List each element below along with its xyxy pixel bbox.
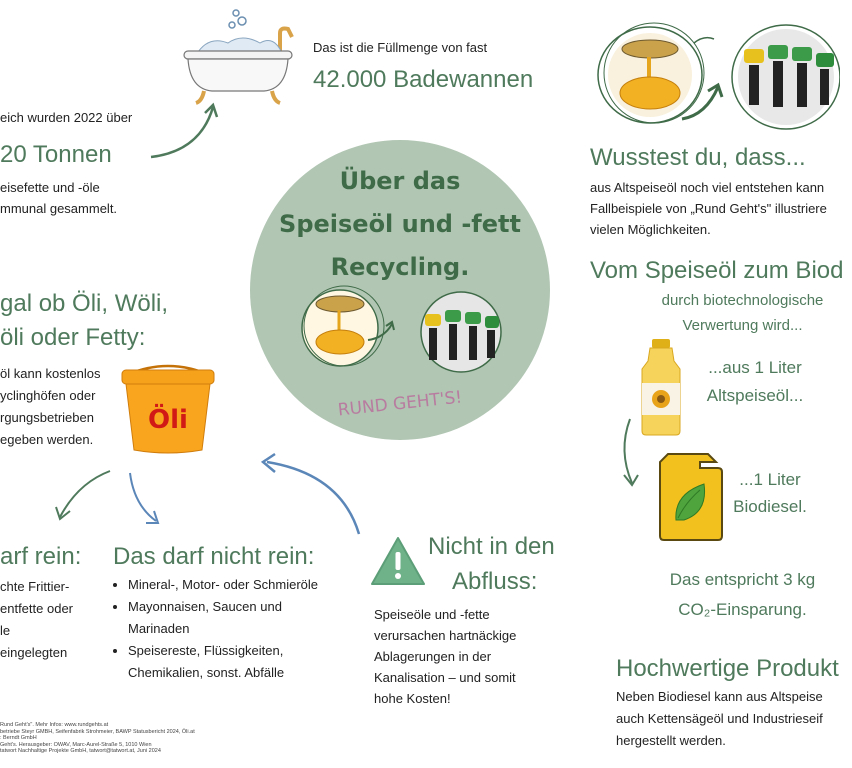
didyouknow-text-1: aus Altspeiseöl noch viel entstehen kann [590,180,825,195]
collected-desc-2: mmunal gesammelt. [0,201,118,216]
oil-bottle-icon [641,339,681,436]
allowed-line-1: chte Frittier- [0,579,70,594]
co2-line-1: Das entspricht 3 kg [669,570,816,589]
drain-text-1: Speiseöle und -fette [374,607,490,622]
oil-to-fuel-illustration [597,22,840,130]
allowed-title: arf rein: [0,543,82,570]
oli-headline-1: gal ob Öli, Wöli, [0,290,169,317]
drain-title-2: Abfluss: [452,568,538,595]
oli-headline-2: öli oder Fetty: [0,324,146,351]
didyouknow-text-2: Fallbeispiele von „Rund Geht's" illustri… [590,201,827,216]
fuel-nozzles-illustration [420,291,502,373]
biodiesel-title: Vom Speiseöl zum Biod [590,257,844,284]
products-text-2: auch Kettensägeöl und Industrieseif [616,711,823,726]
didyouknow-title: Wusstest du, dass... [590,144,806,171]
biodiesel-canister-icon [659,453,723,541]
not-allowed-list: Mineral-, Motor- oder Schmieröle Mayonna… [112,574,328,684]
oil-pour-illustration [301,285,395,367]
oil-liter-2: Altspeiseöl... [706,386,804,405]
bathtub-icon [183,9,294,105]
oli-text-3: rgungs­betrieben [0,410,94,425]
bathtub-intro: Das ist die Füllmenge von fast [313,40,488,55]
products-text-3: hergestellt werden. [616,733,726,748]
biodiesel-sub-1: durch biotechnologische [661,292,824,309]
collected-amount: 20 Tonnen [0,141,112,168]
drain-text-5: hohe Kosten! [374,691,451,706]
drain-text-2: verursachen hartnäckige [374,628,517,643]
footer-credits: Rund Geht's". Mehr Infos: www.rundgehts.… [0,722,260,755]
footer-line: Geht's. Herausgeber: OWAV, Marc-Aurel-St… [0,741,152,748]
collected-intro: eich wurden 2022 über [0,110,133,125]
not-allowed-title: Das darf nicht rein: [113,543,315,570]
not-allowed-item: Mineral-, Motor- oder Schmieröle [128,574,328,596]
co2-line-2: CO₂-Einsparung. [678,600,807,619]
products-text-1: Neben Biodiesel kann aus Altspeise [616,689,823,704]
allowed-line-4: eingelegten [0,645,68,660]
center-title-line-1: Über das [339,167,461,195]
drain-title-1: Nicht in den [428,533,555,560]
curved-arrow-icon [150,102,219,159]
collected-desc-1: eisefette und -öle [0,180,100,195]
drain-text-3: Ablagerungen in der [374,649,492,664]
allowed-line-2: entfette oder [0,601,73,616]
biodiesel-sub-2: Verwertung wird... [682,317,803,334]
drain-text-4: Kanalisation – und somit [374,670,516,685]
bucket-label: Öli [148,402,188,435]
oli-text-2: ycling­höfen oder [0,388,96,403]
biodiesel-liter-2: Biodiesel. [733,497,807,516]
footer-line: : Berndt GmbH [0,735,37,741]
oli-text-1: öl kann kostenlos [0,366,101,381]
oil-liter-1: ...aus 1 Liter [708,358,802,377]
didyouknow-text-3: vielen Möglichkeiten. [590,222,711,237]
not-allowed-item: Mayonnaisen, Saucen und Marinaden [128,596,328,640]
biodiesel-liter-1: ...1 Liter [739,470,801,489]
not-allowed-item: Speisereste, Flüssigkeiten, Chemikalien,… [128,640,328,684]
footer-line: tatwort Nachhaltige Projekte GmbH, tatwo… [0,748,161,754]
allowed-line-3: le [0,623,11,638]
oli-text-4: egeben werden. [0,432,94,447]
split-arrows-icon [55,470,160,524]
products-title: Hochwertige Produkt [616,655,839,682]
brand-logo: RUND GEHT'S! [336,387,464,421]
center-title-line-3: Recycling. [330,253,470,281]
center-circle: Über das Speiseöl und -fett Recycling. R… [250,140,550,440]
footer-line: betriebe Steyr GMBH, Seifenfabrik Strohm… [0,728,195,735]
warning-icon [371,537,425,585]
down-arrow-icon [623,418,639,487]
return-arrow-icon [260,452,361,535]
oli-bucket-icon: Öli [121,364,215,454]
footer-line: Rund Geht's". Mehr Infos: www.rundgehts.… [0,722,109,728]
bathtub-headline: 42.000 Badewannen [313,66,534,93]
center-title: Über das Speiseöl und -fett Recycling. [250,160,550,289]
center-title-line-2: Speiseöl und -fett [279,210,521,238]
